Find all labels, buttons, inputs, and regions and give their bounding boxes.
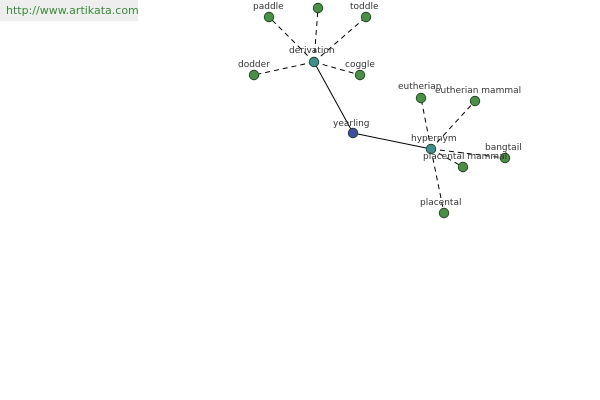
- edge-derivation-paddle: [268, 16, 315, 63]
- edge-hypernym-placental: [430, 148, 445, 214]
- center-label-yearling[interactable]: yearling: [333, 119, 370, 129]
- word-label-paddle[interactable]: paddle: [253, 2, 284, 12]
- word-node-placental[interactable]: [438, 207, 450, 219]
- edge-yearling-hypernym: [352, 132, 432, 150]
- edge-layer: [253, 7, 506, 214]
- word-label-dodder[interactable]: dodder: [238, 60, 270, 70]
- word-label-toddle[interactable]: toddle: [350, 2, 379, 12]
- word-node-paddle[interactable]: [263, 11, 275, 23]
- edge-yearling-derivation: [313, 61, 354, 134]
- word-node-dodder[interactable]: [248, 69, 260, 81]
- edge-derivation-unlabeled: [313, 7, 319, 63]
- edge-derivation-dodder: [253, 61, 315, 76]
- center-node-yearling[interactable]: [347, 127, 359, 139]
- word-node-placental-mammal[interactable]: [457, 161, 469, 173]
- word-label-eutherian-mammal[interactable]: eutherian mammal: [435, 86, 521, 96]
- word-node-eutherian-mammal[interactable]: [469, 95, 481, 107]
- relation-label-derivation[interactable]: derivation: [289, 46, 335, 56]
- word-node-coggle[interactable]: [354, 69, 366, 81]
- relation-node-hypernym[interactable]: [425, 143, 437, 155]
- relation-node-derivation[interactable]: [308, 56, 320, 68]
- word-node-toddle[interactable]: [360, 11, 372, 23]
- label-layer: paddle toddle dodder coggle eutherianeutheri…: [238, 2, 522, 208]
- word-node-unlabeled[interactable]: [312, 2, 324, 14]
- word-node-eutherian[interactable]: [415, 92, 427, 104]
- word-label-placental[interactable]: placental: [420, 198, 461, 208]
- edge-derivation-coggle: [313, 61, 361, 76]
- word-label-eutherian[interactable]: eutherian: [398, 82, 441, 92]
- edge-derivation-toddle: [313, 16, 367, 63]
- url-link[interactable]: http://www.artikata.com: [6, 4, 139, 17]
- word-label-coggle[interactable]: coggle: [345, 60, 375, 70]
- relation-label-hypernym[interactable]: hypernym: [411, 134, 457, 144]
- edge-hypernym-bangtail: [430, 148, 506, 159]
- word-label-bangtail[interactable]: bangtail: [485, 143, 522, 153]
- word-node-bangtail[interactable]: [499, 152, 511, 164]
- edge-hypernym-eutherian-mammal: [430, 100, 476, 150]
- url-banner[interactable]: http://www.artikata.com: [0, 0, 139, 21]
- node-layer: [248, 2, 511, 219]
- edge-hypernym-placental-mammal: [430, 148, 464, 168]
- word-label-placental-mammal[interactable]: placental mammal: [423, 152, 507, 162]
